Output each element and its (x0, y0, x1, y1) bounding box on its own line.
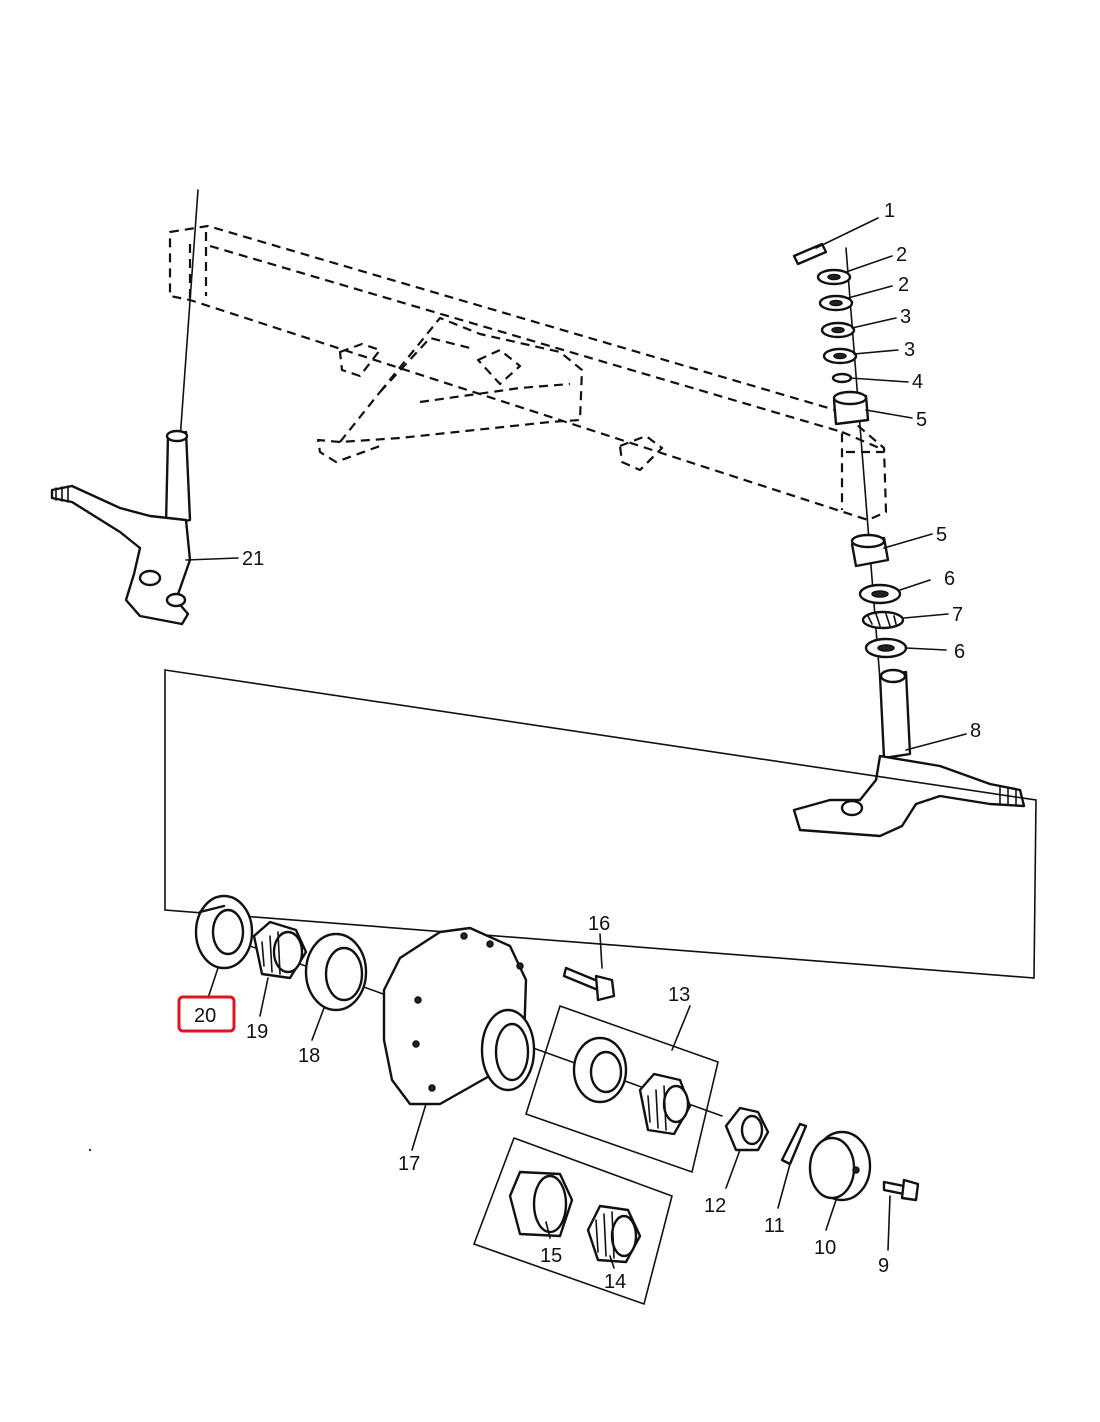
callout-7: 7 (952, 604, 963, 626)
callout-2: 2 (896, 244, 907, 266)
highlight-box-20 (177, 995, 236, 1033)
callout-19: 19 (246, 1021, 268, 1043)
washer-stack (816, 268, 858, 384)
callout-3: 3 (900, 306, 911, 328)
callout-3: 3 (904, 339, 915, 361)
bearing-kit-13 (525, 1004, 719, 1174)
thrust-bearing-set (858, 583, 908, 659)
callout-16: 16 (588, 913, 610, 935)
grease-fitting-9 (882, 1178, 920, 1202)
callout-8: 8 (970, 720, 981, 742)
callout-21: 21 (242, 548, 264, 570)
callout-13: 13 (668, 984, 690, 1006)
bearing-cone-19 (252, 920, 308, 980)
kingpin-axis-left (179, 189, 199, 441)
speck (88, 1148, 92, 1152)
callout-10: 10 (814, 1237, 836, 1259)
bearing-cup-18 (304, 932, 368, 1012)
callout-15: 15 (540, 1245, 562, 1267)
spindle-left (50, 429, 192, 626)
callout-14: 14 (604, 1271, 626, 1293)
callout-4: 4 (912, 371, 923, 393)
callout-5: 5 (936, 524, 947, 546)
callout-6: 6 (954, 641, 965, 663)
callout-5: 5 (916, 409, 927, 431)
callout-1: 1 (884, 200, 895, 222)
pin-part-1 (792, 242, 828, 266)
bolt-16 (562, 966, 616, 1002)
cotter-pin-11 (780, 1122, 808, 1166)
axle-beam (168, 224, 888, 522)
callout-2: 2 (898, 274, 909, 296)
dust-cap-10 (808, 1130, 872, 1202)
callout-9: 9 (878, 1255, 889, 1277)
callout-20: 20 (194, 1005, 216, 1027)
castle-nut-12 (724, 1106, 770, 1152)
bushing-lower (850, 533, 890, 568)
seal-part-20 (194, 894, 254, 970)
callout-numbers: 1 2 2 3 3 4 5 5 6 7 6 8 21 16 13 20 19 1… (177, 200, 981, 1293)
callout-17: 17 (398, 1153, 420, 1175)
bushing-upper (832, 390, 870, 426)
bearing-kit-14-15 (472, 1136, 673, 1306)
callout-18: 18 (298, 1045, 320, 1067)
hub-frame (164, 669, 1037, 979)
wheel-hub-17 (382, 926, 536, 1106)
spindle-right (792, 668, 1026, 838)
callout-6: 6 (944, 568, 955, 590)
leader-lines (185, 217, 967, 1269)
callout-12: 12 (704, 1195, 726, 1217)
callout-11: 11 (764, 1215, 785, 1237)
kingpin-axis-right (845, 247, 881, 681)
